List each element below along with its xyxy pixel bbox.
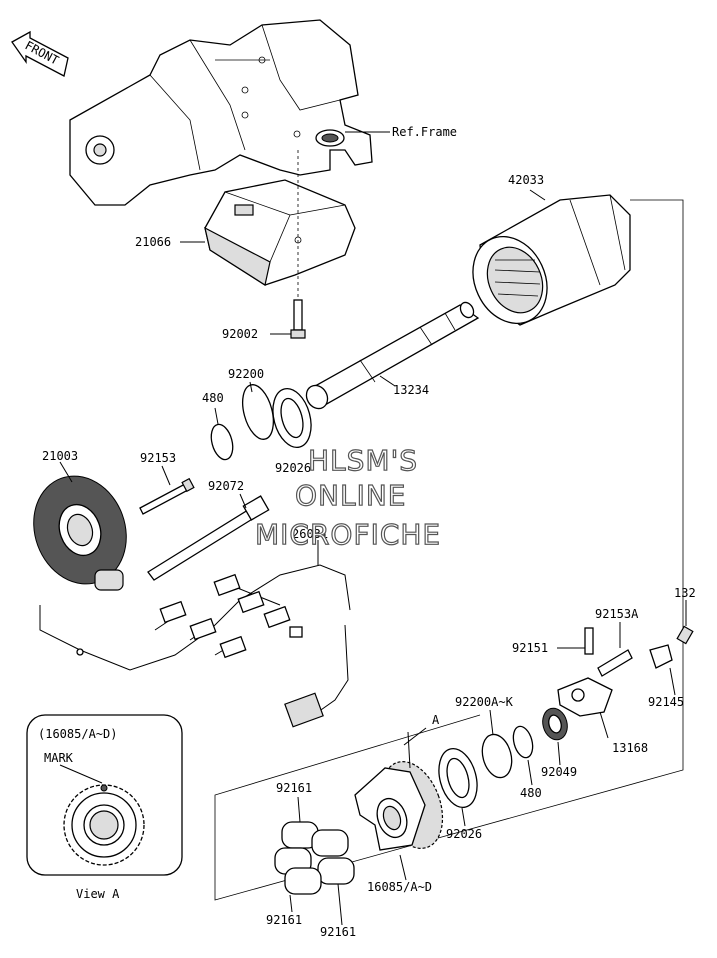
label-92153: 92153 <box>140 451 176 465</box>
label-42033: 42033 <box>508 173 544 187</box>
label-92002: 92002 <box>222 327 258 341</box>
label-A: A <box>432 713 440 727</box>
shaft-13234 <box>305 301 480 410</box>
bolt-132 <box>676 625 694 645</box>
label-480-top: 480 <box>202 391 224 405</box>
seal-92049 <box>542 707 568 741</box>
label-92026-top: 92026 <box>275 461 311 475</box>
bolt-92153A <box>597 649 633 677</box>
bolt-92151 <box>584 627 594 655</box>
dampers-92161 <box>274 821 355 895</box>
bearing-92026-top <box>272 388 312 448</box>
label-ref-frame: Ref.Frame <box>392 125 457 139</box>
label-mark: MARK <box>44 751 74 765</box>
inset-title: (16085/A~D) <box>38 727 117 741</box>
bolt-92153 <box>139 477 195 515</box>
label-92151: 92151 <box>512 641 548 655</box>
label-92161-top: 92161 <box>276 781 312 795</box>
label-132: 132 <box>674 586 696 600</box>
stator-21003 <box>33 475 127 591</box>
harness-26031 <box>39 564 351 728</box>
label-21066: 21066 <box>135 235 171 249</box>
watermark: HLSM'S ONLINE MICROFICHE <box>254 443 441 551</box>
cable-tie-92072 <box>147 495 270 581</box>
clutch-gear-16085 <box>354 761 444 851</box>
front-arrow-icon: FRONT <box>11 30 69 77</box>
bearing-92026-bottom <box>438 748 478 808</box>
label-92026-bottom: 92026 <box>446 827 482 841</box>
label-92153A: 92153A <box>595 607 639 621</box>
view-a-inset: (16085/A~D) MARK <box>26 714 183 876</box>
label-92145: 92145 <box>648 695 684 709</box>
label-21003: 21003 <box>42 449 78 463</box>
watermark-line1: HLSM'S <box>308 444 418 477</box>
label-92049: 92049 <box>541 765 577 779</box>
frame <box>69 19 373 206</box>
label-13234: 13234 <box>393 383 429 397</box>
label-92200AK: 92200A~K <box>455 695 514 709</box>
label-92072: 92072 <box>208 479 244 493</box>
watermark-line2: ONLINE <box>295 479 406 512</box>
label-480-bottom: 480 <box>520 786 542 800</box>
ring-480 <box>210 423 234 461</box>
bracket-13168 <box>557 677 613 717</box>
watermark-line3: MICROFICHE <box>255 518 441 551</box>
label-26031: 26031 <box>292 527 328 541</box>
washer-92200AK <box>481 733 513 779</box>
label-view-a: View A <box>76 887 120 901</box>
holder-92145 <box>649 644 673 669</box>
bolt-92002 <box>290 299 306 339</box>
ring-480-bottom <box>512 725 534 759</box>
regulator-21066 <box>204 179 356 286</box>
label-92161-right: 92161 <box>320 925 356 939</box>
label-92200: 92200 <box>228 367 264 381</box>
label-92161-left: 92161 <box>266 913 302 927</box>
label-13168: 13168 <box>612 741 648 755</box>
label-16085: 16085/A~D <box>367 880 432 894</box>
clutch-housing-42033 <box>472 194 631 326</box>
